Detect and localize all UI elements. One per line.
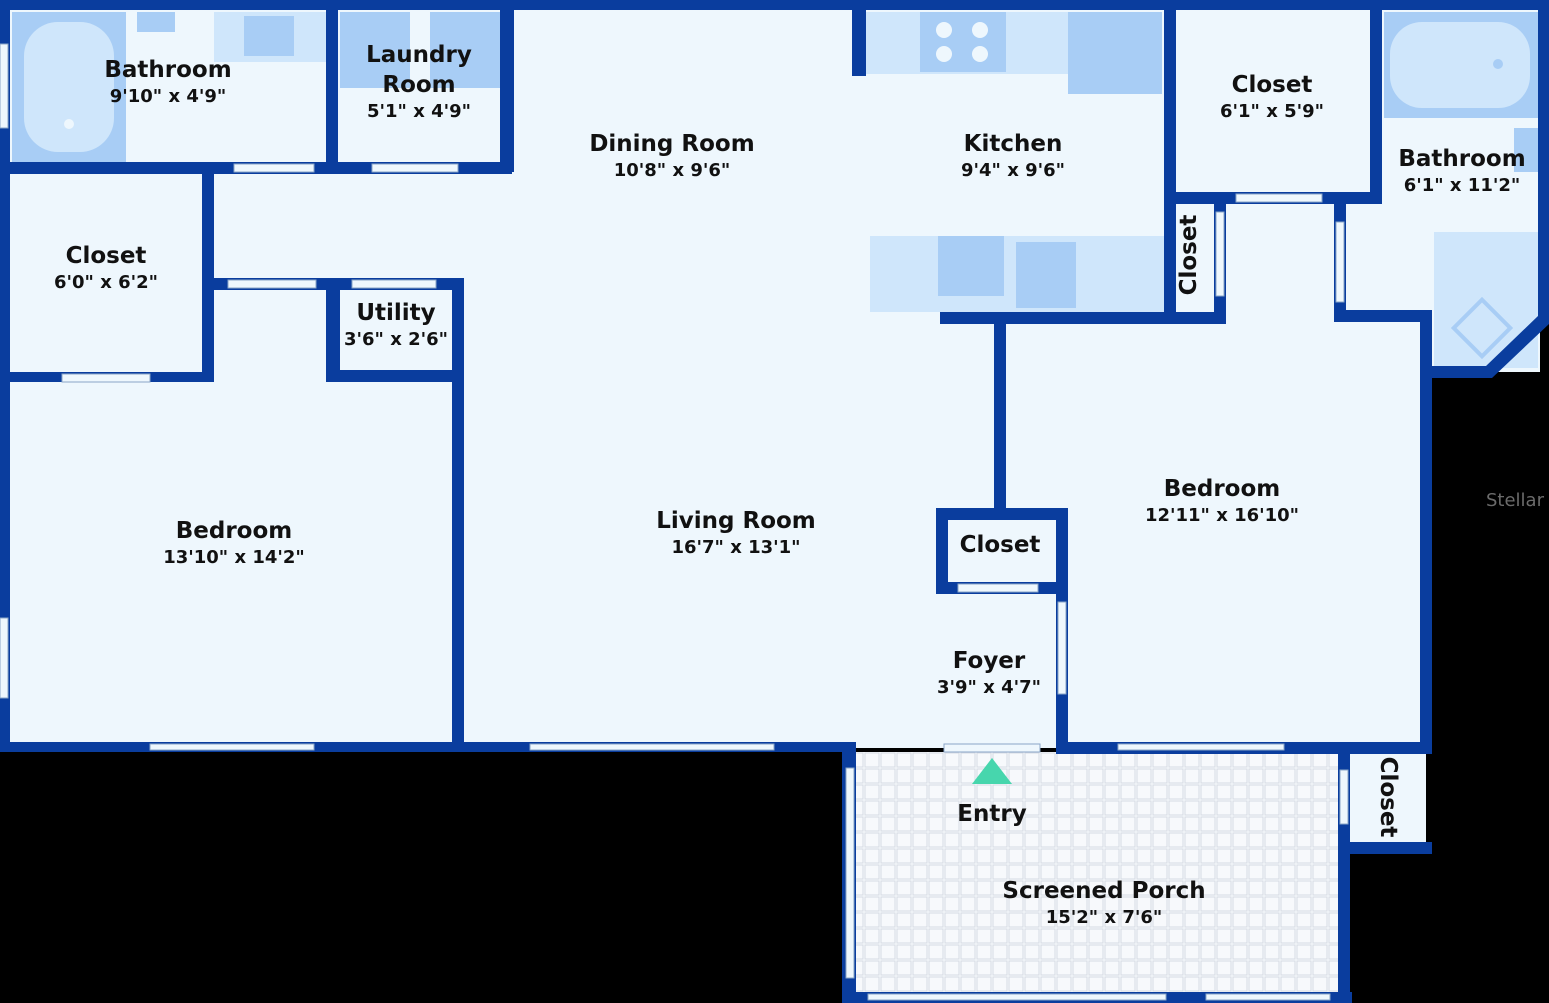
porch-floor: [852, 752, 1344, 995]
room-name: Foyer: [952, 648, 1026, 674]
room-dimensions: 13'10" x 14'2": [163, 547, 305, 568]
room-dimensions: 6'1" x 11'2": [1403, 175, 1521, 196]
refrigerator: [1068, 12, 1162, 94]
room-name: Screened Porch: [1002, 878, 1206, 904]
room-utility: Utility 3'6" x 2'6": [344, 298, 448, 352]
room-closet-top-right: Closet 6'1" x 5'9": [1220, 70, 1324, 124]
dishwasher: [938, 236, 1004, 296]
room-bedroom-right: Bedroom 12'11" x 16'10": [1145, 474, 1299, 528]
washer: [340, 12, 410, 88]
room-dining: Dining Room 10'8" x 9'6": [589, 129, 754, 183]
room-kitchen: Kitchen 9'4" x 9'6": [961, 129, 1065, 183]
room-name: Closet: [959, 532, 1041, 558]
room-laundry: Laundry Room 5'1" x 4'9": [349, 40, 489, 124]
room-dimensions: 3'9" x 4'7": [936, 677, 1042, 698]
room-dimensions: 16'7" x 13'1": [671, 537, 801, 558]
room-name: Closet: [1176, 214, 1202, 296]
room-name: Closet: [1231, 72, 1313, 98]
room-dimensions: 3'6" x 2'6": [343, 329, 449, 350]
room-bathroom-left: Bathroom 9'10" x 4'9": [104, 55, 231, 109]
room-bathroom-right: Bathroom 6'1" x 11'2": [1398, 144, 1525, 198]
room-dimensions: 9'10" x 4'9": [109, 86, 227, 107]
room-name: Closet: [1375, 756, 1401, 838]
entry-arrow-icon: [972, 758, 1012, 784]
room-name: Bedroom: [175, 518, 293, 544]
room-name: Bedroom: [1163, 476, 1281, 502]
room-dimensions: 6'0" x 6'2": [53, 272, 159, 293]
dryer: [430, 12, 500, 88]
room-closet-porch: Closet: [1373, 757, 1403, 838]
room-name: Living Room: [656, 508, 816, 534]
toilet-right: [1514, 128, 1538, 172]
room-dimensions: 5'1" x 4'9": [366, 101, 472, 122]
openings: [0, 43, 1349, 1001]
room-dimensions: 6'1" x 5'9": [1219, 101, 1325, 122]
room-screened-porch: Screened Porch 15'2" x 7'6": [1002, 876, 1205, 930]
room-name: Closet: [65, 243, 147, 269]
room-name: Utility: [356, 300, 436, 326]
room-closet-kitchen: Closet: [1174, 215, 1204, 296]
kitchen-sink: [1016, 242, 1076, 308]
room-dimensions: 10'8" x 9'6": [613, 160, 731, 181]
room-dimensions: 15'2" x 7'6": [1045, 907, 1163, 928]
stove: [920, 12, 1006, 72]
room-bedroom-left: Bedroom 13'10" x 14'2": [163, 516, 305, 570]
room-dimensions: 9'4" x 9'6": [960, 160, 1066, 181]
room-living: Living Room 16'7" x 13'1": [656, 506, 816, 560]
watermark: Stellar M: [1486, 490, 1549, 511]
room-name: Entry: [957, 801, 1027, 827]
room-closet-foyer: Closet: [960, 530, 1041, 560]
room-closet-left: Closet 6'0" x 6'2": [54, 241, 158, 295]
room-name: Laundry Room: [366, 42, 472, 98]
porch-closet-floor: [1348, 752, 1426, 844]
room-name: Kitchen: [963, 131, 1063, 157]
fixtures: [12, 12, 1538, 368]
room-name: Bathroom: [104, 57, 232, 83]
entry-label: Entry: [957, 799, 1026, 829]
room-name: Bathroom: [1398, 146, 1526, 172]
room-name: Dining Room: [589, 131, 755, 157]
room-foyer: Foyer 3'9" x 4'7": [937, 646, 1041, 700]
room-dimensions: 12'11" x 16'10": [1144, 505, 1300, 526]
